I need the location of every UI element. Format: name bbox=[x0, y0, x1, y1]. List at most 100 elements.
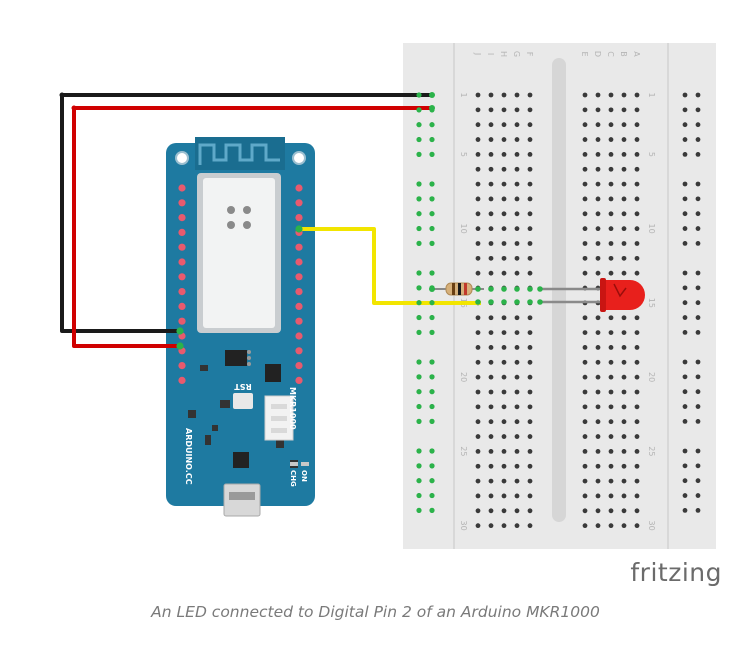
breadboard-hole bbox=[475, 419, 481, 425]
breadboard-hole bbox=[501, 196, 507, 202]
breadboard-hole bbox=[595, 523, 601, 529]
connected-hole bbox=[514, 286, 520, 292]
power-rail-hole bbox=[682, 478, 688, 484]
breadboard-hole bbox=[527, 181, 533, 187]
fritzing-credit: fritzing bbox=[630, 558, 722, 587]
breadboard-hole bbox=[475, 359, 481, 365]
breadboard-hole bbox=[634, 449, 640, 454]
breadboard-hole bbox=[475, 196, 481, 202]
breadboard-hole bbox=[475, 315, 481, 321]
power-rail-hole bbox=[682, 315, 688, 320]
breadboard-hole bbox=[514, 152, 520, 157]
connected-holes bbox=[176, 92, 543, 513]
row-letter: F bbox=[525, 52, 534, 57]
connected-hole bbox=[537, 286, 543, 292]
rail-hole-connected bbox=[416, 225, 422, 232]
breadboard-hole bbox=[527, 255, 533, 261]
breadboard-hole bbox=[501, 419, 507, 425]
breadboard-hole bbox=[608, 152, 614, 157]
power-rail-hole bbox=[695, 122, 701, 128]
breadboard-hole bbox=[634, 152, 640, 157]
header-pin-right bbox=[295, 184, 303, 192]
breadboard-hole bbox=[608, 374, 614, 380]
rail-hole-connected bbox=[429, 122, 435, 128]
breadboard-hole bbox=[608, 270, 614, 276]
reset-button bbox=[233, 393, 253, 409]
breadboard-hole bbox=[488, 478, 494, 484]
breadboard-hole bbox=[595, 315, 601, 321]
rail-hole-connected bbox=[429, 92, 435, 98]
connected-pin bbox=[176, 327, 184, 335]
breadboard-hole bbox=[527, 211, 533, 217]
rail-hole-connected bbox=[416, 196, 422, 202]
breadboard-hole bbox=[527, 359, 533, 365]
header-pin-right bbox=[295, 214, 303, 222]
breadboard-hole bbox=[621, 434, 627, 439]
breadboard-hole bbox=[514, 181, 520, 187]
breadboard-hole bbox=[527, 493, 533, 499]
breadboard-hole bbox=[608, 508, 614, 514]
connected-hole bbox=[488, 299, 494, 305]
breadboard-hole bbox=[608, 359, 614, 365]
breadboard-hole bbox=[514, 359, 520, 365]
rail-hole-connected bbox=[429, 225, 435, 232]
breadboard-hole bbox=[527, 508, 533, 514]
rail-hole-connected bbox=[429, 448, 435, 454]
column-number: 5 bbox=[459, 152, 468, 157]
arduino-mkr1000-board: MKR1000 ARDUINO.CC RST ON CHG bbox=[166, 137, 315, 517]
power-rail-hole bbox=[695, 152, 701, 157]
breadboard-hole bbox=[488, 211, 494, 217]
breadboard-hole bbox=[595, 374, 601, 380]
breadboard-hole bbox=[501, 374, 507, 380]
header-pin-left bbox=[178, 199, 186, 207]
breadboard-hole bbox=[501, 389, 507, 395]
breadboard-hole bbox=[475, 107, 481, 113]
reset-label: RST bbox=[234, 382, 252, 391]
breadboard-hole bbox=[514, 404, 520, 410]
breadboard-hole bbox=[582, 226, 588, 232]
breadboard-hole bbox=[527, 434, 533, 439]
power-rail-hole bbox=[695, 107, 701, 113]
breadboard-hole bbox=[595, 166, 601, 172]
breadboard-hole bbox=[621, 493, 627, 499]
power-rail-hole bbox=[682, 226, 688, 231]
rail-hole-connected bbox=[429, 492, 435, 499]
breadboard-hole bbox=[514, 226, 520, 232]
breadboard-hole bbox=[634, 434, 640, 439]
power-rail-hole bbox=[682, 463, 688, 469]
breadboard-hole bbox=[582, 389, 588, 395]
breadboard-hole bbox=[582, 330, 588, 335]
breadboard-hole bbox=[595, 330, 601, 335]
breadboard-hole bbox=[595, 463, 601, 469]
column-number: 20 bbox=[647, 372, 656, 382]
breadboard-hole bbox=[582, 152, 588, 157]
rail-hole-connected bbox=[416, 151, 422, 157]
rail-hole-connected bbox=[429, 196, 435, 202]
breadboard-hole bbox=[621, 166, 627, 172]
breadboard-hole bbox=[488, 434, 494, 439]
breadboard-hole bbox=[488, 419, 494, 425]
header-pin-left bbox=[178, 376, 186, 384]
breadboard-hole bbox=[595, 122, 601, 128]
power-rail-hole bbox=[682, 300, 688, 306]
breadboard-hole bbox=[514, 137, 520, 142]
breadboard-hole bbox=[527, 107, 533, 113]
breadboard-hole bbox=[634, 211, 640, 217]
rail-hole-connected bbox=[416, 389, 422, 395]
breadboard-hole bbox=[608, 166, 614, 172]
connected-hole bbox=[527, 299, 533, 305]
column-number: 10 bbox=[647, 224, 656, 234]
breadboard-hole bbox=[595, 196, 601, 202]
rail-hole-connected bbox=[416, 300, 422, 306]
power-rail-hole bbox=[682, 92, 688, 98]
breadboard-hole bbox=[634, 270, 640, 276]
header-pin-left bbox=[178, 362, 186, 370]
breadboard-hole bbox=[608, 478, 614, 484]
breadboard-hole bbox=[608, 404, 614, 410]
breadboard-hole bbox=[582, 508, 588, 514]
breadboard-hole bbox=[582, 122, 588, 128]
breadboard-hole bbox=[582, 107, 588, 113]
breadboard-hole bbox=[488, 449, 494, 454]
header-pin-left bbox=[178, 243, 186, 251]
breadboard-hole bbox=[514, 255, 520, 261]
